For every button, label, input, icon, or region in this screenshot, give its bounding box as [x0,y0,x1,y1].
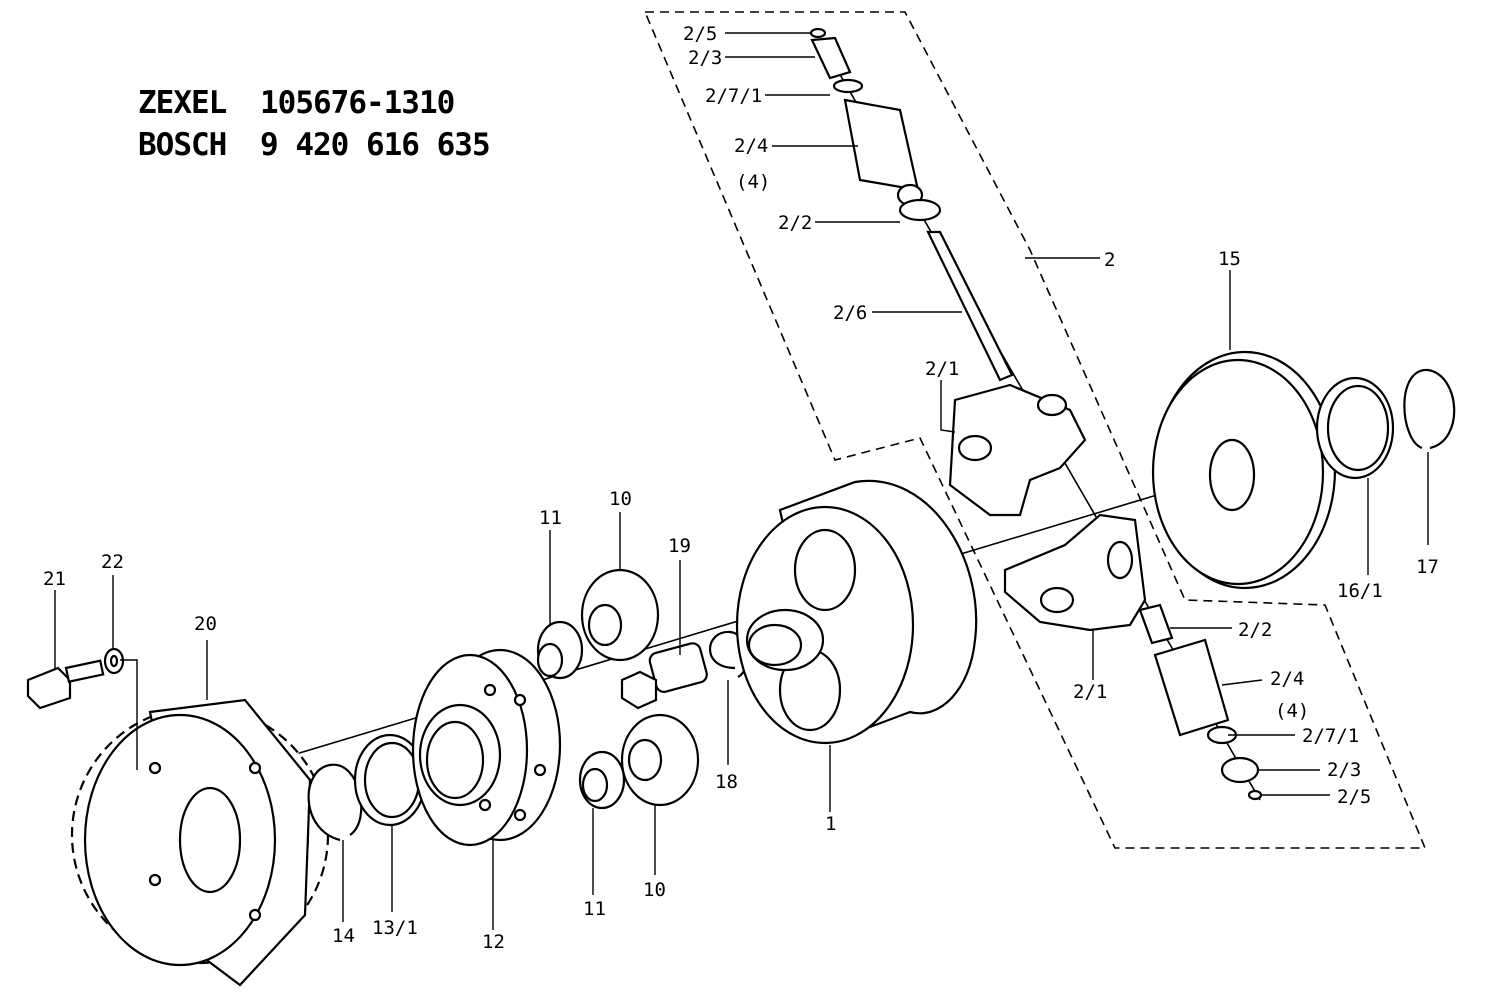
label-2-2-top: 2/2 [778,212,812,234]
label-21: 21 [43,568,66,590]
gear-20 [70,698,330,987]
bosch-part-number: 9 420 616 635 [260,127,491,163]
label-2-5-bot: 2/5 [1337,786,1371,808]
bosch-brand: BOSCH [138,127,227,163]
label-20: 20 [194,613,217,635]
valve-stack-lower [1138,603,1263,801]
label-11-bot: 11 [583,898,606,920]
label-11-top: 11 [539,507,562,529]
label-2-1-top: 2/1 [925,358,959,380]
label-17: 17 [1416,556,1439,578]
label-10-top: 10 [609,488,632,510]
bushing-11-upper [536,620,584,680]
circlip-17 [1403,368,1456,450]
label-2: 2 [1104,249,1115,271]
label-2-3-bot: 2/3 [1327,759,1361,781]
bosch-row: BOSCH 9 420 616 635 [138,124,491,166]
label-2-4-bot: 2/4 [1270,668,1304,690]
valve-block-2-1-upper [948,383,1087,517]
bushing-11-lower [578,750,626,810]
label-2-7-1-top: 2/7/1 [705,85,762,107]
label-16-1: 16/1 [1337,580,1383,602]
label-2-1-bot: 2/1 [1073,681,1107,703]
assembly-group-2-outline [643,11,1427,849]
label-10-bot: 10 [643,879,666,901]
label-19: 19 [668,535,691,557]
label-13-1: 13/1 [372,917,418,939]
bolt-21 [26,659,105,710]
part-number-header: ZEXEL 105676-1310 BOSCH 9 420 616 635 [138,82,491,166]
zexel-part-number: 105676-1310 [260,85,455,121]
label-2-2-bot: 2/2 [1238,619,1272,641]
zexel-brand: ZEXEL [138,85,227,121]
valve-block-2-1-lower [1003,513,1147,632]
circlip-14 [307,763,363,842]
label-2-4-top: 2/4 [734,135,768,157]
ring-16-1 [1315,376,1395,480]
disc-15 [1151,350,1337,590]
label-12: 12 [482,931,505,953]
flyweight-10-lower [620,713,700,807]
label-14: 14 [332,925,355,947]
leader-lines [54,32,1429,930]
label-2-5-top: 2/5 [683,23,717,45]
label-22: 22 [101,551,124,573]
label-2-4-qty-top: (4) [736,171,770,193]
label-2-3-top: 2/3 [688,47,722,69]
pin-19 [620,642,708,710]
zexel-row: ZEXEL 105676-1310 [138,82,490,124]
washer-22 [103,647,125,675]
label-2-7-1-bot: 2/7/1 [1302,725,1359,747]
hub-12 [411,648,562,847]
label-18: 18 [715,771,738,793]
label-15: 15 [1218,248,1241,270]
drum-housing-1 [735,479,978,745]
label-2-4-qty-bot: (4) [1275,700,1309,722]
valve-stack-upper [809,27,1014,382]
label-1: 1 [825,813,836,835]
label-2-6: 2/6 [833,302,867,324]
flyweight-10-upper [580,568,660,662]
